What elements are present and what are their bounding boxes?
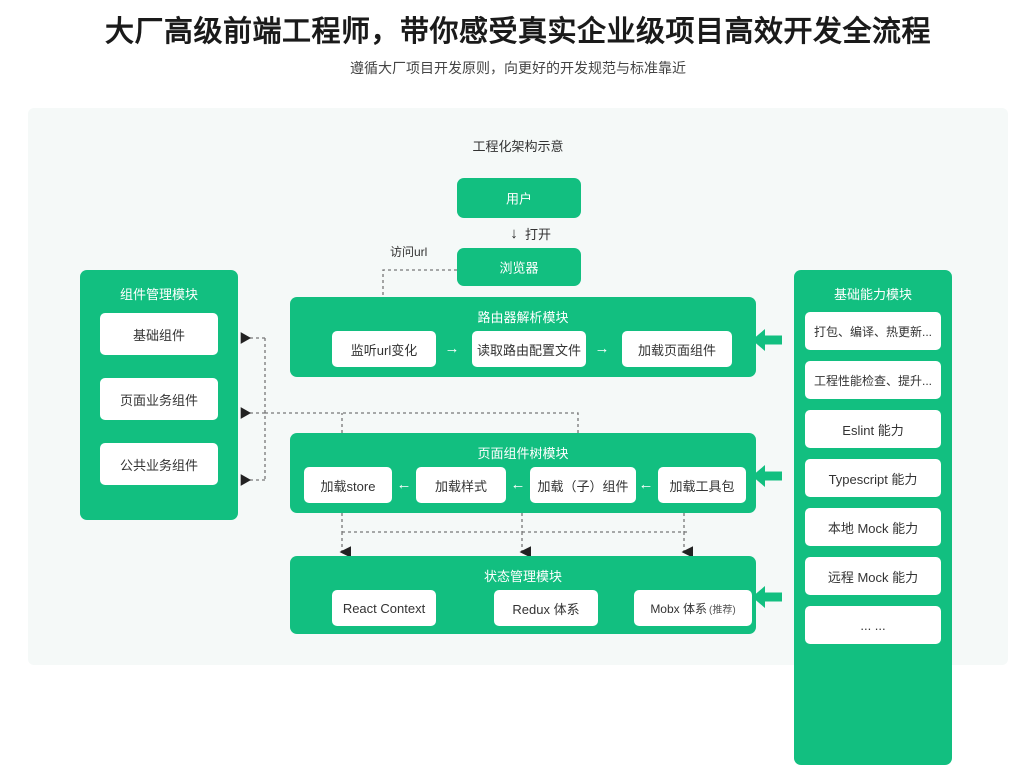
arrow-left-icon: ← (510, 476, 526, 493)
base-capability-item-2[interactable]: Eslint 能力 (805, 410, 941, 448)
module-base-capability-title: 基础能力模块 (833, 287, 912, 302)
arrow-left-icon: ← (638, 476, 654, 493)
module-component-manager[interactable]: 组件管理模块 基础组件 页面业务组件 公共业务组件 (80, 270, 238, 520)
component-manager-item-1[interactable]: 页面业务组件 (100, 378, 218, 420)
state-manager-item-2[interactable]: Mobx 体系 (推荐) (634, 590, 752, 626)
module-base-capability[interactable]: 基础能力模块 打包、编译、热更新... 工程性能检查、提升... Eslint … (794, 270, 952, 765)
page-root: 大厂高级前端工程师，带你感受真实企业级项目高效开发全流程 遵循大厂项目开发原则，… (28, 16, 1008, 765)
base-capability-item-6[interactable]: ... ... (805, 606, 941, 644)
diagram-title: 工程化架构示意 (472, 139, 564, 154)
open-label: 打开 (525, 226, 552, 242)
state-manager-item-0[interactable]: React Context (332, 590, 436, 626)
feed-arrow-component-tree-icon (752, 463, 782, 489)
component-tree-item-1[interactable]: 加载样式 (416, 467, 506, 503)
node-user-label: 用户 (505, 191, 532, 207)
feed-arrow-router-icon (752, 327, 782, 353)
component-tree-item-0[interactable]: 加载store (304, 467, 392, 503)
page-title: 大厂高级前端工程师，带你感受真实企业级项目高效开发全流程 (104, 16, 931, 48)
base-capability-item-5[interactable]: 远程 Mock 能力 (805, 557, 941, 595)
arrow-right-icon: → (444, 340, 460, 357)
state-manager-item-1[interactable]: Redux 体系 (494, 590, 598, 626)
arrow-left-icon: ← (396, 476, 412, 493)
router-item-2[interactable]: 加载页面组件 (622, 331, 732, 367)
node-browser[interactable]: 浏览器 (457, 248, 581, 286)
module-component-tree-title: 页面组件树模块 (477, 446, 569, 461)
base-capability-item-1[interactable]: 工程性能检查、提升... (805, 361, 941, 399)
visit-url-label: 访问url (390, 245, 428, 259)
base-capability-item-4[interactable]: 本地 Mock 能力 (805, 508, 941, 546)
component-manager-item-0[interactable]: 基础组件 (100, 313, 218, 355)
state-manager-recommended-note: (推荐) (709, 604, 736, 616)
module-state-manager-title: 状态管理模块 (483, 569, 562, 584)
node-browser-label: 浏览器 (499, 260, 539, 276)
open-arrow-annotation: ↓ 打开 (507, 220, 627, 246)
page-subtitle: 遵循大厂项目开发原则，向更好的开发规范与标准靠近 (350, 60, 686, 76)
module-component-tree[interactable]: 页面组件树模块 加载store ← 加载样式 ← 加载（子）组件 ← 加载工具包 (290, 433, 756, 513)
module-component-manager-title: 组件管理模块 (119, 287, 198, 302)
component-tree-item-3[interactable]: 加载工具包 (658, 467, 746, 503)
feed-arrow-state-manager-icon (752, 584, 782, 610)
node-user[interactable]: 用户 (457, 178, 581, 218)
arrow-down-icon: ↓ (510, 224, 518, 242)
arrow-right-icon: → (594, 340, 610, 357)
component-tree-item-2[interactable]: 加载（子）组件 (530, 467, 636, 503)
module-state-manager[interactable]: 状态管理模块 React Context Redux 体系 Mobx 体系 (推… (290, 556, 756, 634)
router-item-0[interactable]: 监听url变化 (332, 331, 436, 367)
diagram-card: 工程化架构示意 (28, 108, 1008, 765)
module-router-title: 路由器解析模块 (477, 310, 569, 325)
router-item-1[interactable]: 读取路由配置文件 (472, 331, 586, 367)
state-manager-item-2-label: Mobx 体系 (650, 601, 707, 616)
base-capability-item-3[interactable]: Typescript 能力 (805, 459, 941, 497)
module-router[interactable]: 路由器解析模块 监听url变化 → 读取路由配置文件 → 加载页面组件 (290, 297, 756, 377)
component-manager-item-2[interactable]: 公共业务组件 (100, 443, 218, 485)
base-capability-item-0[interactable]: 打包、编译、热更新... (805, 312, 941, 350)
